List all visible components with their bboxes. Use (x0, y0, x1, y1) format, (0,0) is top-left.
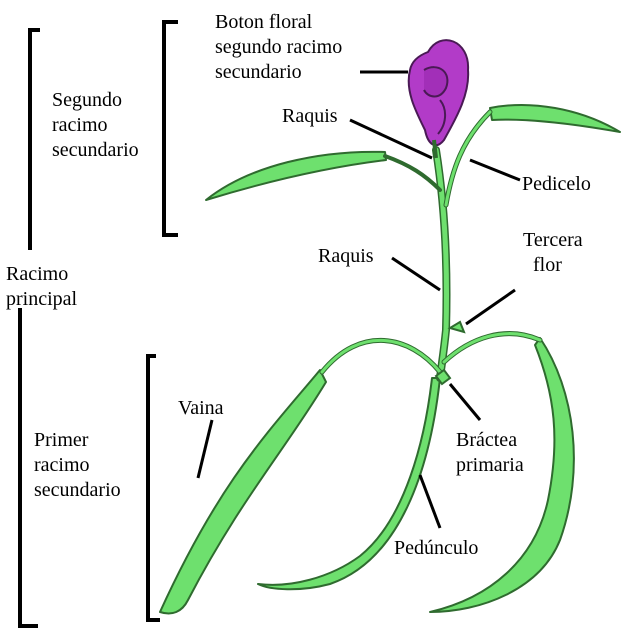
primer-racimo-bracket (148, 356, 160, 620)
pedicelo-leader (470, 160, 520, 180)
bractea-leader (450, 384, 480, 420)
raquis-mid-leader (392, 258, 440, 290)
label-racimo-principal: Racimo principal (6, 262, 77, 312)
label-raquis-top: Raquis (282, 104, 338, 129)
vaina-leader (198, 420, 212, 478)
upper-left-branch (385, 156, 440, 190)
label-segundo-racimo: Segundo racimo secundario (52, 88, 139, 163)
flower-bud (409, 40, 469, 145)
racimo-principal-bracket-top (30, 30, 40, 250)
label-boton-floral: Boton floral segundo racimo secundario (215, 10, 342, 85)
label-vaina: Vaina (178, 396, 224, 421)
label-primer-racimo: Primer racimo secundario (34, 428, 121, 503)
upper-left-pod (206, 152, 386, 200)
upper-right-pod (490, 105, 620, 132)
label-tercera-flor: Tercera flor (523, 228, 583, 278)
label-pedicelo: Pedicelo (522, 172, 591, 197)
label-pedunculo: Pedúnculo (394, 536, 478, 561)
label-bractea: Bráctea primaria (456, 428, 524, 478)
pedunculo-leader (420, 475, 440, 528)
segundo-racimo-bracket (164, 22, 178, 235)
label-raquis-mid: Raquis (318, 244, 374, 269)
lower-right-branch (444, 334, 540, 362)
tercera-flor-leader (466, 290, 515, 324)
tercera-flor-bud (450, 322, 464, 332)
